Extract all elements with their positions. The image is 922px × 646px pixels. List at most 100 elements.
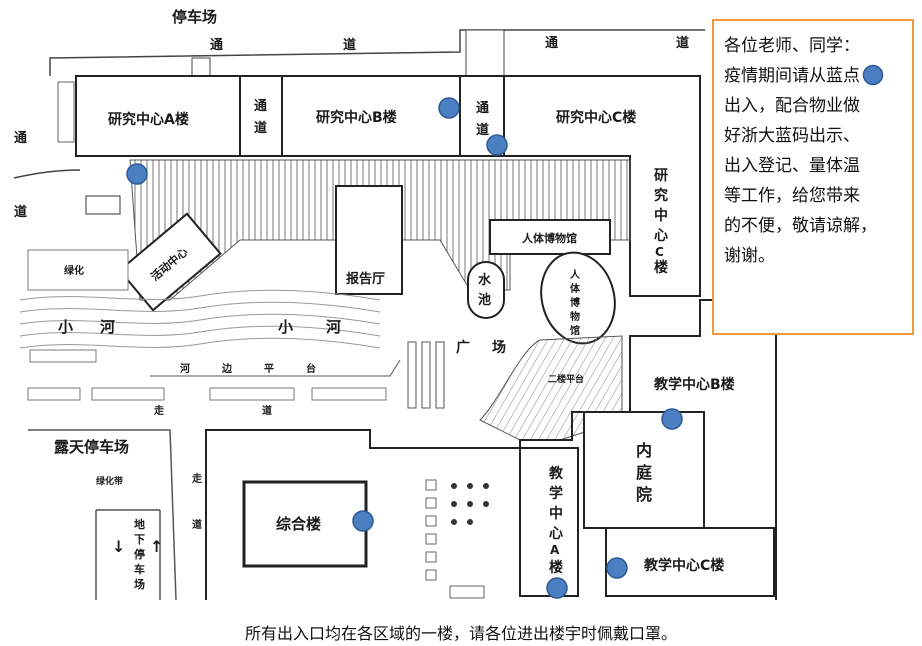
riverside-platform-line bbox=[150, 359, 401, 377]
museum-label-v: 人 体 博 物 馆 bbox=[570, 268, 581, 337]
research-b-label: 研究中心B楼 bbox=[316, 109, 397, 126]
svg-text:学: 学 bbox=[549, 485, 563, 502]
riverside-label-4: 台 bbox=[306, 362, 316, 375]
lecture-hall-outline bbox=[335, 185, 403, 295]
greening-label: 绿化 bbox=[64, 264, 84, 277]
notice-line: 疫情期间请从蓝点 bbox=[724, 61, 906, 91]
inner-courtyard bbox=[583, 411, 705, 529]
entrance-dots bbox=[126, 97, 683, 599]
walkway2-label-1: 走 bbox=[191, 472, 203, 485]
svg-text:楼: 楼 bbox=[549, 559, 563, 576]
plaza-benches bbox=[407, 341, 445, 409]
notice-line: 出入，配合物业做 bbox=[724, 96, 860, 116]
road-label-left-2: 道 bbox=[14, 204, 27, 220]
second-floor-platform-label: 二楼平台 bbox=[548, 373, 584, 385]
entrance-dot-research-a bbox=[126, 163, 148, 185]
passage-block-top bbox=[465, 29, 505, 77]
underground-parking-label: 地 下 停 车 场 bbox=[134, 517, 145, 591]
svg-text:馆: 馆 bbox=[570, 324, 580, 337]
svg-text:场: 场 bbox=[134, 577, 145, 591]
research-center-row bbox=[75, 75, 701, 297]
passage-a-b bbox=[239, 75, 283, 157]
museum-rect bbox=[489, 219, 611, 255]
lower-complex-outline bbox=[205, 299, 777, 600]
walkway-label-2: 道 bbox=[262, 404, 272, 417]
sign-box bbox=[85, 195, 121, 215]
down-arrow-glyph: ↓ bbox=[112, 537, 125, 556]
svg-text:中: 中 bbox=[549, 505, 563, 522]
riverside-label-1: 河 bbox=[180, 363, 190, 375]
activity-center: 活动中心 bbox=[118, 212, 222, 312]
teaching-c-label: 教学中心C楼 bbox=[644, 557, 724, 574]
water-pool bbox=[467, 261, 505, 319]
svg-text:停: 停 bbox=[134, 547, 145, 561]
entrance-dot-research-c bbox=[486, 134, 508, 156]
teaching-c-building bbox=[605, 527, 775, 597]
river-label-2: 河 bbox=[100, 318, 115, 336]
svg-text:博: 博 bbox=[570, 296, 580, 309]
museum-label-h: 人体博物馆 bbox=[522, 231, 577, 245]
svg-text:车: 车 bbox=[134, 562, 145, 576]
passage-bc-label-1: 通 bbox=[476, 100, 489, 116]
passage-bc-label-2: 道 bbox=[476, 122, 489, 138]
teaching-a-label: 教 学 中 心 A 楼 bbox=[549, 465, 564, 576]
svg-text:教: 教 bbox=[549, 465, 564, 482]
notice-line: 的不便，敬请谅解， bbox=[724, 216, 877, 236]
left-strip bbox=[57, 81, 75, 143]
svg-text:C: C bbox=[655, 245, 664, 259]
svg-text:A: A bbox=[550, 543, 560, 557]
research-b-building bbox=[281, 75, 461, 157]
parking-label: 停车场 bbox=[172, 8, 217, 26]
complex-building-label: 综合楼 bbox=[276, 515, 321, 533]
svg-text:院: 院 bbox=[636, 485, 652, 504]
entrance-dot-teaching-a bbox=[546, 577, 568, 599]
parking-dot-rows bbox=[27, 387, 387, 401]
research-c-label: 研究中心C楼 bbox=[556, 109, 636, 126]
notice-box: 各位老师、同学： 疫情期间请从蓝点 出入，配合物业做 好浙大蓝码出示、 出入登记… bbox=[712, 19, 914, 335]
river-label-4: 河 bbox=[326, 318, 341, 336]
svg-text:物: 物 bbox=[570, 310, 580, 323]
svg-text:究: 究 bbox=[654, 187, 668, 204]
figure-caption: 所有出入口均在各区域的一楼，请各位进出楼宇时佩戴口罩。 bbox=[244, 624, 677, 643]
svg-text:庭: 庭 bbox=[636, 463, 652, 482]
teaching-b-label: 教学中心B楼 bbox=[654, 376, 735, 393]
table-dots bbox=[451, 483, 489, 525]
column-block bbox=[191, 57, 211, 77]
water-pool-label-2: 池 bbox=[478, 292, 491, 308]
notice-line: 出入登记、量体温 bbox=[724, 156, 860, 176]
research-c-vertical-label: 研 究 中 心 C 楼 bbox=[654, 168, 668, 276]
svg-text:中: 中 bbox=[654, 207, 668, 224]
svg-text:研: 研 bbox=[654, 168, 668, 184]
up-arrow-glyph: ↑ bbox=[150, 537, 163, 556]
plaza-label-2: 场 bbox=[492, 340, 506, 356]
open-parking-label: 露天停车场 bbox=[54, 438, 129, 456]
entrance-dot-research-b bbox=[438, 97, 460, 119]
entrance-dot-teaching-c bbox=[606, 557, 628, 579]
teaching-a-building bbox=[519, 447, 579, 597]
passage-ab-label-2: 道 bbox=[254, 120, 267, 136]
river-waves bbox=[19, 289, 381, 349]
research-c-building bbox=[503, 75, 701, 297]
water-pool-label-1: 水 bbox=[478, 272, 492, 288]
table-blocks bbox=[425, 479, 485, 599]
entrance-dot-complex bbox=[352, 510, 374, 532]
road-label-2: 道 bbox=[343, 37, 356, 53]
svg-text:体: 体 bbox=[570, 282, 581, 295]
notice-line: 各位老师、同学： bbox=[724, 36, 860, 56]
riverside-label-2: 边 bbox=[221, 362, 233, 375]
river-label-1: 小 bbox=[58, 318, 73, 336]
riverside-label-3: 平 bbox=[264, 363, 274, 375]
road-label-left-1: 通 bbox=[14, 130, 27, 146]
complex-building bbox=[242, 480, 368, 568]
top-road bbox=[13, 29, 705, 179]
greenbelt-label: 绿化带 bbox=[96, 475, 123, 487]
greening-area bbox=[27, 249, 129, 291]
inner-courtyard-label: 内 庭 院 bbox=[636, 441, 652, 504]
road-label-4: 道 bbox=[676, 35, 689, 51]
road-label-1: 通 bbox=[210, 37, 223, 53]
svg-text:心: 心 bbox=[654, 228, 668, 244]
walkway-label-1: 走 bbox=[153, 404, 165, 417]
notice-line: 谢谢。 bbox=[724, 246, 775, 266]
passage-ab-label-1: 通 bbox=[254, 98, 267, 114]
